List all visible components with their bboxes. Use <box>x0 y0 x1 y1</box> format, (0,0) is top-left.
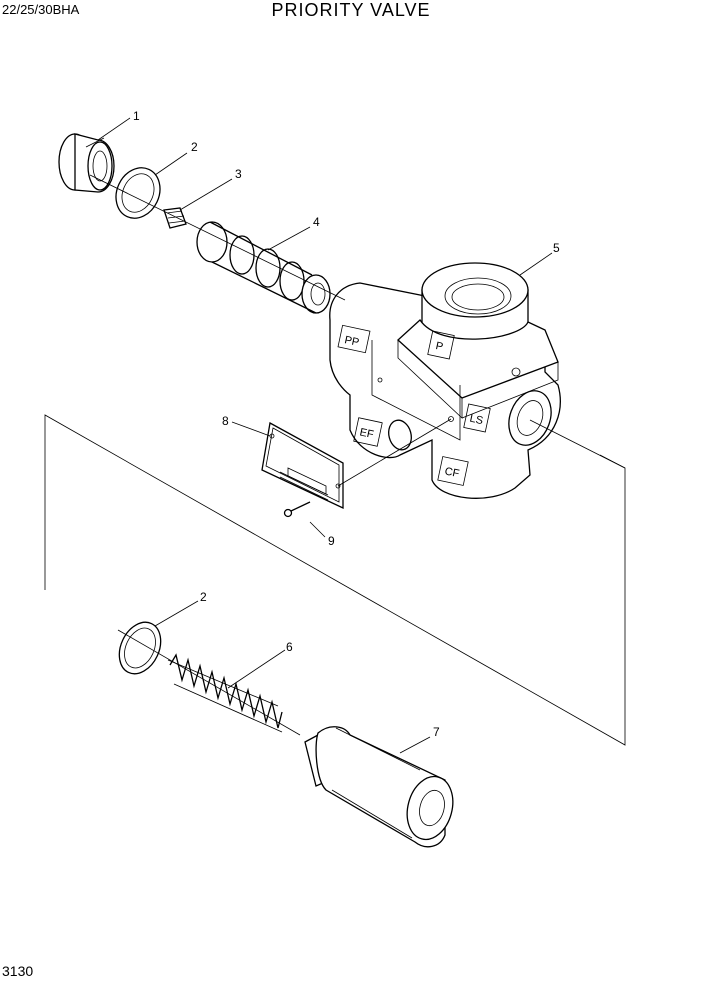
callout-3: 3 <box>235 167 242 181</box>
port-label-pp: PP <box>343 334 360 349</box>
callout-1: 1 <box>133 109 140 123</box>
part-4-spool <box>196 221 331 314</box>
page-title: PRIORITY VALVE <box>271 0 431 20</box>
rivet-leader <box>337 418 452 487</box>
callout-2-lower: 2 <box>200 590 207 604</box>
port-label-ls: LS <box>468 413 484 428</box>
callout-4: 4 <box>313 215 320 229</box>
part-1-plug <box>58 133 115 193</box>
port-label-cf: CF <box>444 465 461 480</box>
callout-5: 5 <box>553 241 560 255</box>
part-7-cap <box>304 726 454 848</box>
part-2-o-ring-upper <box>115 167 161 219</box>
callout-2-upper: 2 <box>191 140 198 154</box>
axis-line-side <box>529 419 626 469</box>
model-code: 22/25/30BHA <box>2 2 80 17</box>
part-9-rivet <box>283 501 311 518</box>
callout-leaders <box>97 117 553 754</box>
port-label-ef: EF <box>359 426 376 441</box>
page-number: 3130 <box>2 963 34 979</box>
callout-8: 8 <box>222 414 229 428</box>
part-5-valve-body: PP P LS EF CF <box>329 262 561 499</box>
part-2-o-ring-lower <box>118 621 162 675</box>
callout-7: 7 <box>433 725 440 739</box>
part-6-spring <box>167 653 283 733</box>
callout-9: 9 <box>328 534 335 548</box>
part-3-pin <box>163 207 187 229</box>
axis-line-lower <box>117 629 301 736</box>
axis-line-upper <box>89 174 346 301</box>
port-label-p: P <box>434 340 444 353</box>
callout-6: 6 <box>286 640 293 654</box>
part-8-name-plate <box>261 421 344 510</box>
